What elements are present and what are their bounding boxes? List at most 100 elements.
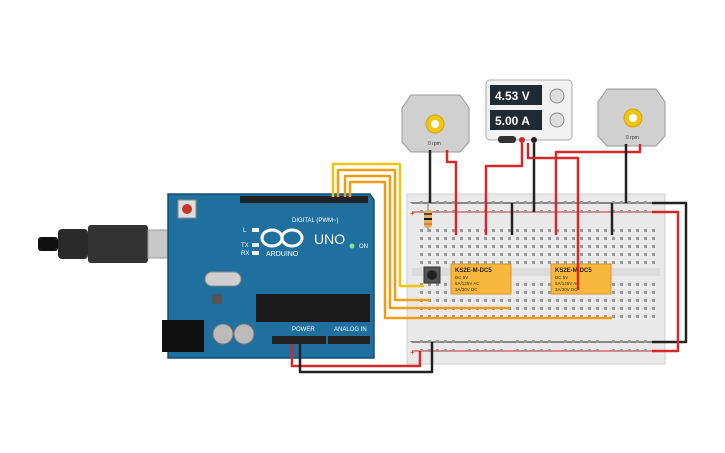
breadboard-hole[interactable] — [652, 237, 655, 240]
breadboard-hole[interactable] — [428, 237, 431, 240]
rail-hole[interactable] — [444, 340, 447, 343]
rail-hole[interactable] — [444, 201, 447, 204]
rail-hole[interactable] — [540, 210, 543, 213]
breadboard-hole[interactable] — [556, 253, 559, 256]
breadboard-hole[interactable] — [564, 261, 567, 264]
breadboard-hole[interactable] — [436, 315, 439, 318]
breadboard-hole[interactable] — [516, 291, 519, 294]
breadboard-hole[interactable] — [620, 253, 623, 256]
breadboard-hole[interactable] — [644, 291, 647, 294]
breadboard-hole[interactable] — [628, 315, 631, 318]
rail-hole[interactable] — [580, 340, 583, 343]
breadboard-hole[interactable] — [532, 299, 535, 302]
rail-hole[interactable] — [476, 201, 479, 204]
rail-hole[interactable] — [564, 210, 567, 213]
breadboard-hole[interactable] — [444, 315, 447, 318]
breadboard-hole[interactable] — [596, 245, 599, 248]
breadboard-hole[interactable] — [452, 237, 455, 240]
rail-hole[interactable] — [452, 349, 455, 352]
breadboard-hole[interactable] — [596, 315, 599, 318]
breadboard-hole[interactable] — [492, 299, 495, 302]
breadboard-hole[interactable] — [524, 291, 527, 294]
breadboard-hole[interactable] — [588, 245, 591, 248]
rail-hole[interactable] — [540, 201, 543, 204]
rail-hole[interactable] — [452, 201, 455, 204]
breadboard-hole[interactable] — [548, 315, 551, 318]
breadboard-hole[interactable] — [500, 245, 503, 248]
breadboard-hole[interactable] — [652, 245, 655, 248]
breadboard-hole[interactable] — [612, 237, 615, 240]
rail-hole[interactable] — [628, 349, 631, 352]
breadboard-hole[interactable] — [420, 291, 423, 294]
breadboard-hole[interactable] — [652, 307, 655, 310]
rail-hole[interactable] — [492, 210, 495, 213]
rail-hole[interactable] — [524, 349, 527, 352]
breadboard-hole[interactable] — [476, 315, 479, 318]
breadboard-hole[interactable] — [428, 291, 431, 294]
breadboard-hole[interactable] — [436, 237, 439, 240]
breadboard-hole[interactable] — [428, 253, 431, 256]
breadboard-hole[interactable] — [596, 237, 599, 240]
breadboard-hole[interactable] — [532, 237, 535, 240]
breadboard-hole[interactable] — [620, 283, 623, 286]
breadboard-hole[interactable] — [532, 245, 535, 248]
breadboard-hole[interactable] — [588, 237, 591, 240]
rail-hole[interactable] — [420, 349, 423, 352]
rail-hole[interactable] — [492, 349, 495, 352]
rail-hole[interactable] — [524, 201, 527, 204]
rail-hole[interactable] — [548, 201, 551, 204]
rail-hole[interactable] — [548, 349, 551, 352]
rail-hole[interactable] — [420, 340, 423, 343]
breadboard-hole[interactable] — [628, 261, 631, 264]
breadboard-hole[interactable] — [644, 229, 647, 232]
rail-hole[interactable] — [476, 349, 479, 352]
breadboard-hole[interactable] — [516, 245, 519, 248]
breadboard-hole[interactable] — [644, 253, 647, 256]
breadboard-hole[interactable] — [580, 229, 583, 232]
breadboard-hole[interactable] — [596, 307, 599, 310]
breadboard-hole[interactable] — [564, 237, 567, 240]
breadboard-hole[interactable] — [556, 237, 559, 240]
breadboard-hole[interactable] — [492, 245, 495, 248]
rail-hole[interactable] — [588, 210, 591, 213]
breadboard-hole[interactable] — [540, 299, 543, 302]
breadboard-hole[interactable] — [524, 237, 527, 240]
breadboard-hole[interactable] — [652, 261, 655, 264]
breadboard-hole[interactable] — [612, 307, 615, 310]
rail-hole[interactable] — [628, 340, 631, 343]
rail-hole[interactable] — [548, 340, 551, 343]
breadboard-hole[interactable] — [628, 229, 631, 232]
breadboard-hole[interactable] — [636, 229, 639, 232]
breadboard-hole[interactable] — [636, 299, 639, 302]
breadboard-hole[interactable] — [636, 283, 639, 286]
breadboard-hole[interactable] — [436, 253, 439, 256]
rail-hole[interactable] — [428, 349, 431, 352]
rail-hole[interactable] — [644, 210, 647, 213]
rail-hole[interactable] — [436, 340, 439, 343]
rail-hole[interactable] — [572, 210, 575, 213]
breadboard-hole[interactable] — [436, 245, 439, 248]
breadboard-hole[interactable] — [636, 237, 639, 240]
breadboard-hole[interactable] — [532, 261, 535, 264]
rail-hole[interactable] — [532, 340, 535, 343]
breadboard-hole[interactable] — [532, 291, 535, 294]
breadboard-hole[interactable] — [572, 315, 575, 318]
breadboard-hole[interactable] — [548, 299, 551, 302]
breadboard-hole[interactable] — [524, 229, 527, 232]
rail-hole[interactable] — [476, 210, 479, 213]
breadboard-hole[interactable] — [588, 253, 591, 256]
rail-hole[interactable] — [644, 349, 647, 352]
rail-hole[interactable] — [620, 349, 623, 352]
breadboard-hole[interactable] — [532, 253, 535, 256]
breadboard-hole[interactable] — [540, 315, 543, 318]
breadboard-hole[interactable] — [596, 229, 599, 232]
breadboard-hole[interactable] — [588, 261, 591, 264]
breadboard-hole[interactable] — [540, 229, 543, 232]
breadboard-hole[interactable] — [500, 299, 503, 302]
breadboard-hole[interactable] — [428, 245, 431, 248]
breadboard-hole[interactable] — [500, 253, 503, 256]
breadboard-hole[interactable] — [564, 229, 567, 232]
breadboard-hole[interactable] — [460, 237, 463, 240]
breadboard-hole[interactable] — [452, 245, 455, 248]
breadboard-hole[interactable] — [596, 261, 599, 264]
